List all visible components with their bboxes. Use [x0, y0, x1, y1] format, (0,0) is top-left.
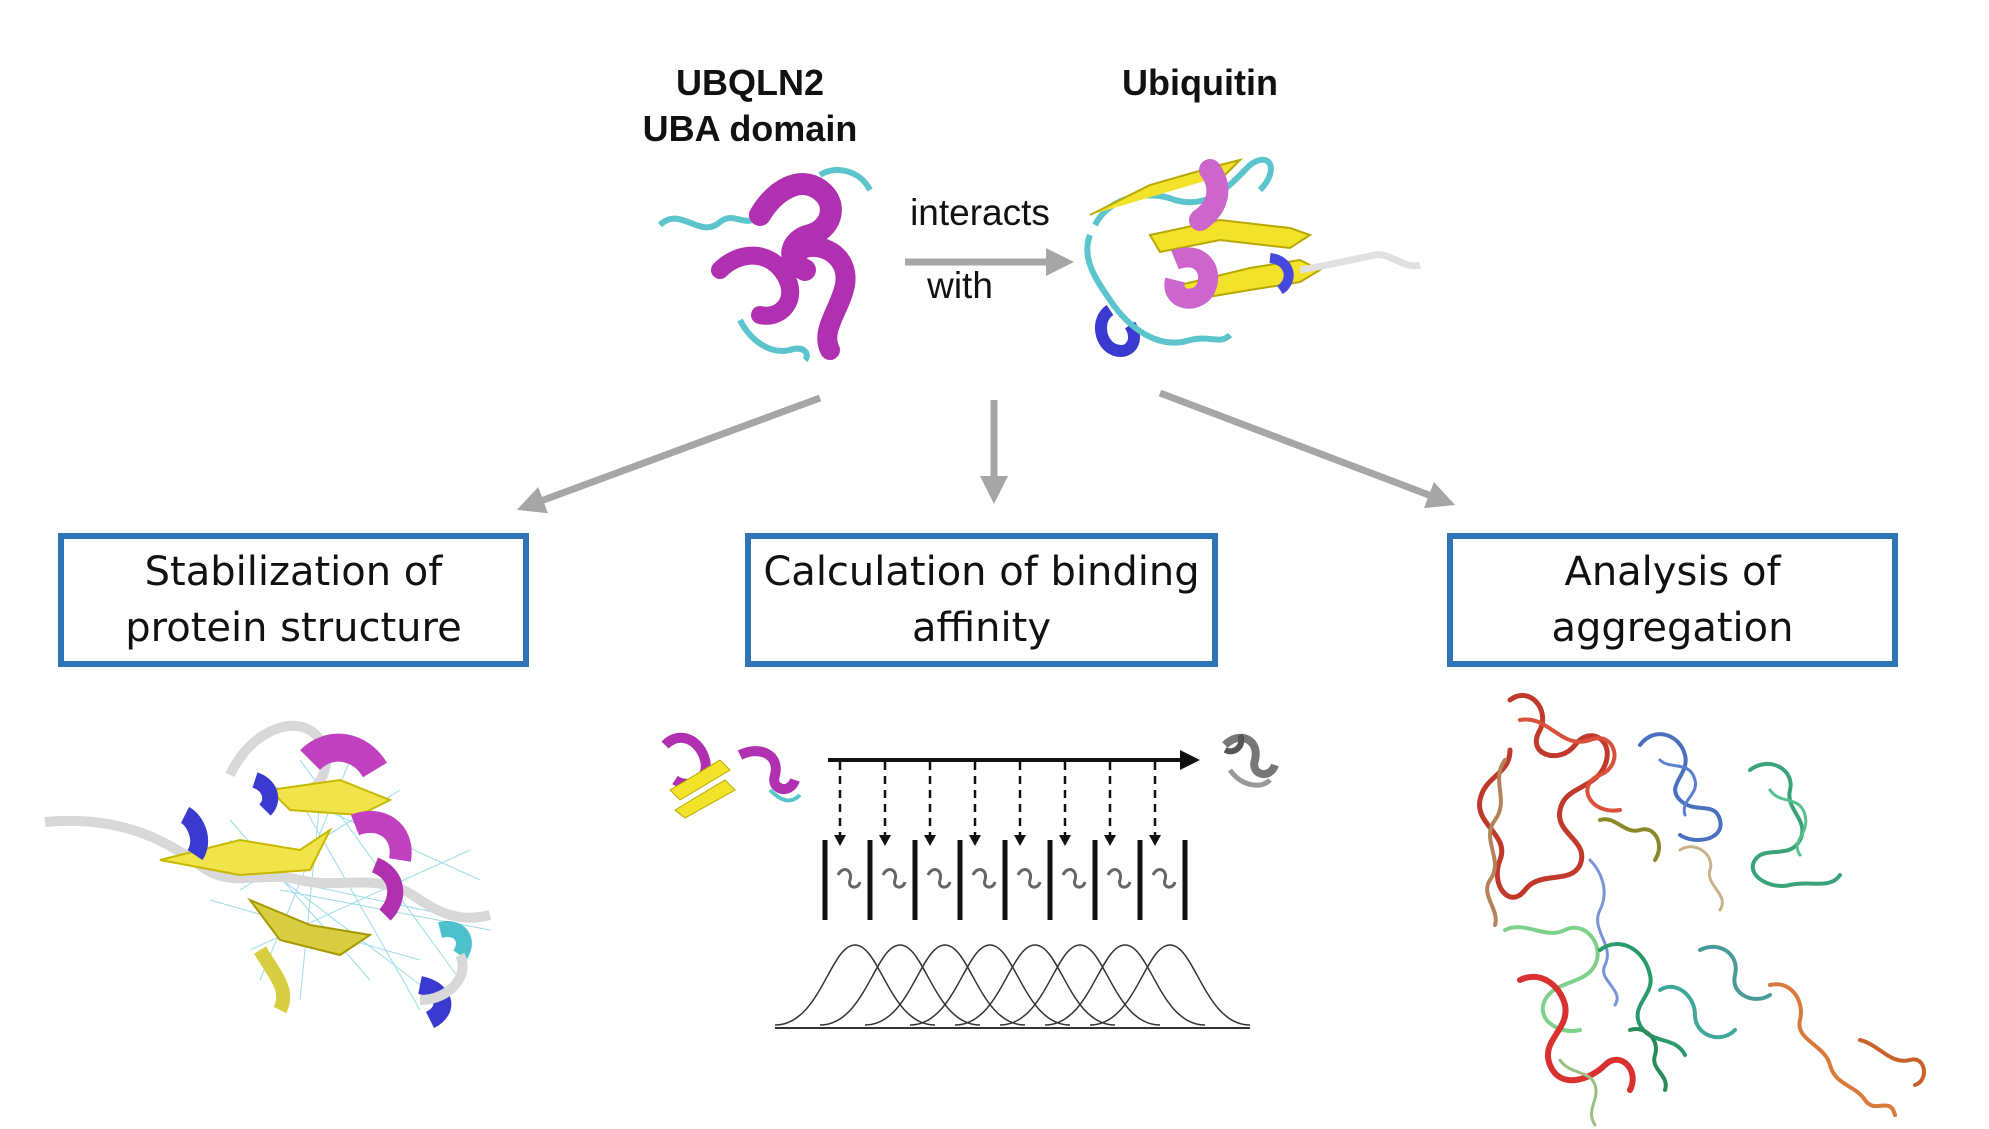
aggregation-illustration — [1477, 692, 1926, 1127]
box-stabilization-line2: protein structure — [125, 605, 462, 651]
complex-structure — [661, 732, 802, 819]
uba-label: UBQLN2 UBA domain — [600, 60, 900, 152]
box-binding-affinity: Calculation of binding affinity — [745, 533, 1218, 667]
box-aggregation-line1: Analysis of — [1564, 549, 1781, 595]
ubiquitin-structure — [1084, 156, 1422, 357]
separated-structure — [1222, 733, 1279, 788]
box-aggregation-line2: aggregation — [1551, 605, 1794, 651]
arrow-to-aggregation — [1158, 389, 1456, 509]
uba-label-line1: UBQLN2 — [675, 62, 824, 103]
box-binding-affinity-line2: affinity — [911, 605, 1051, 651]
stabilization-structure — [44, 720, 492, 1029]
box-aggregation: Analysis of aggregation — [1447, 533, 1898, 667]
uba-label-line2: UBA domain — [642, 108, 858, 149]
arrow-to-stabilization — [516, 394, 822, 514]
uba-domain-structure — [657, 167, 873, 363]
box-binding-affinity-line1: Calculation of binding — [763, 549, 1200, 595]
binding-affinity-illustration — [661, 732, 1279, 1029]
box-stabilization-line1: Stabilization of — [144, 549, 443, 595]
box-stabilization: Stabilization of protein structure — [58, 533, 529, 667]
arrow-label-top: interacts — [910, 192, 1050, 233]
arrow-label-bottom: with — [927, 265, 993, 306]
ubiquitin-label: Ubiquitin — [1122, 62, 1278, 103]
